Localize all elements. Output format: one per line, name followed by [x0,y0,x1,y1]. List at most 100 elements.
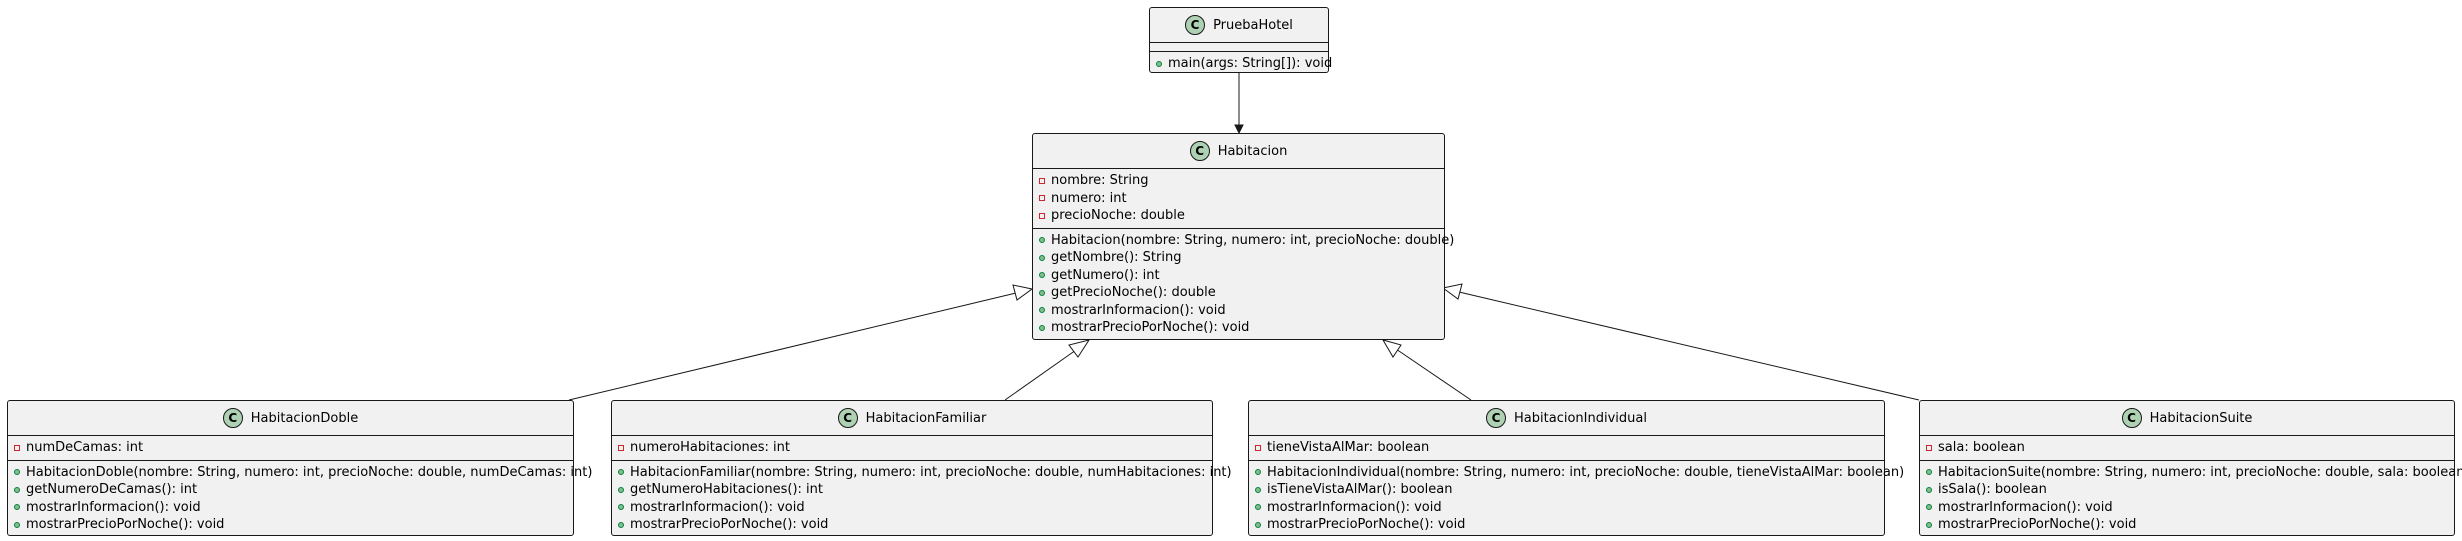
method-text: HabitacionDoble(nombre: String, numero: … [26,464,593,480]
class-header: C Habitacion [1033,134,1444,168]
methods-section: HabitacionDoble(nombre: String, numero: … [8,461,592,537]
class-c-icon: C [222,408,243,428]
attributes-section-empty [1150,43,1328,51]
class-pruebahotel[interactable]: C PruebaHotel main(args: String[]): void [1149,7,1332,76]
method-row: mostrarPrecioPorNoche(): void [1039,319,1444,337]
method-row: mostrarPrecioPorNoche(): void [14,516,573,534]
public-marker-icon [1039,289,1045,296]
inheritance-individual-habitacion [1381,339,1472,401]
attribute-row: numDeCamas: int [14,439,573,457]
public-marker-icon [1039,254,1045,261]
class-c-icon: C [1189,141,1210,161]
public-marker-icon [618,521,624,528]
method-row: mostrarInformacion(): void [1926,499,2454,517]
methods-section: HabitacionFamiliar(nombre: String, numer… [612,461,1232,537]
attribute-row: tieneVistaAlMar: boolean [1255,439,1884,457]
public-marker-icon [1926,504,1932,511]
attributes-section: sala: boolean [1920,436,2454,460]
class-habitacion[interactable]: C Habitacion nombre: String numero: int … [1032,133,1454,340]
class-header: C HabitacionIndividual [1249,401,1884,435]
attributes-section: tieneVistaAlMar: boolean [1249,436,1884,460]
public-marker-icon [14,486,20,493]
method-row: HabitacionIndividual(nombre: String, num… [1255,464,1904,482]
method-text: mostrarPrecioPorNoche(): void [1938,517,2137,532]
class-name: HabitacionDoble [250,410,359,426]
attributes-section: numeroHabitaciones: int [612,436,1212,460]
attributes-section: nombre: String numero: int precioNoche: … [1033,169,1444,228]
private-marker-icon [1039,212,1045,219]
method-row: mostrarInformacion(): void [618,499,1212,517]
method-text: mostrarInformacion(): void [1938,499,2113,515]
class-habitacion-familiar[interactable]: C HabitacionFamiliar numeroHabitaciones:… [611,400,1232,537]
private-marker-icon [618,444,624,451]
method-row: HabitacionFamiliar(nombre: String, numer… [618,464,1232,482]
class-name: HabitacionFamiliar [865,410,987,426]
methods-section: HabitacionSuite(nombre: String, numero: … [1920,461,2462,537]
attributes-section: numDeCamas: int [8,436,573,460]
method-text: mostrarInformacion(): void [630,499,805,515]
public-marker-icon [1255,486,1261,493]
private-marker-icon [1039,195,1045,202]
method-text: getNumero(): int [1051,267,1160,283]
inheritance-doble-habitacion [568,284,1034,401]
method-text: isTieneVistaAlMar(): boolean [1267,482,1453,497]
method-text: getNumeroHabitaciones(): int [630,482,823,497]
class-c-icon: C [2121,408,2142,428]
private-marker-icon [1039,177,1045,184]
method-row: main(args: String[]): void [1156,55,1332,73]
private-marker-icon [14,444,20,451]
method-text: mostrarInformacion(): void [1267,499,1442,515]
public-marker-icon [1255,521,1261,528]
method-row: HabitacionDoble(nombre: String, numero: … [14,464,592,482]
method-text: getNumeroDeCamas(): int [26,482,198,497]
method-row: mostrarInformacion(): void [1255,499,1884,517]
attribute-row: precioNoche: double [1039,207,1444,225]
class-habitacion-doble[interactable]: C HabitacionDoble numDeCamas: int Habita… [7,400,592,537]
class-c-icon: C [837,408,858,428]
method-text: mostrarPrecioPorNoche(): void [1267,517,1466,532]
attribute-text: nombre: String [1051,173,1149,188]
public-marker-icon [1926,469,1932,476]
method-row: Habitacion(nombre: String, numero: int, … [1039,232,1454,250]
class-header: C PruebaHotel [1150,8,1328,42]
method-row: getPrecioNoche(): double [1039,284,1444,302]
method-text: mostrarPrecioPorNoche(): void [630,517,829,532]
public-marker-icon [1255,504,1261,511]
method-row: getNombre(): String [1039,249,1444,267]
method-text: Habitacion(nombre: String, numero: int, … [1051,232,1455,248]
method-text: isSala(): boolean [1938,482,2047,497]
public-marker-icon [1039,272,1045,279]
public-marker-icon [1926,486,1932,493]
class-c-icon: C [1486,408,1507,428]
private-marker-icon [1255,444,1261,451]
method-row: getNumeroHabitaciones(): int [618,481,1212,499]
public-marker-icon [1255,469,1261,476]
class-c-icon: C [1185,15,1206,35]
class-habitacion-individual[interactable]: C HabitacionIndividual tieneVistaAlMar: … [1248,400,1904,537]
method-text: mostrarInformacion(): void [26,499,201,515]
class-name: Habitacion [1217,143,1288,159]
method-row: HabitacionSuite(nombre: String, numero: … [1926,464,2462,482]
public-marker-icon [1039,324,1045,331]
class-header: C HabitacionDoble [8,401,573,435]
public-marker-icon [1156,60,1162,67]
class-habitacion-suite[interactable]: C HabitacionSuite sala: boolean Habitaci… [1919,400,2462,537]
public-marker-icon [618,469,624,476]
public-marker-icon [1039,237,1045,244]
method-row: mostrarInformacion(): void [1039,302,1444,320]
methods-section: HabitacionIndividual(nombre: String, num… [1249,461,1904,537]
class-header: C HabitacionSuite [1920,401,2454,435]
method-text: HabitacionFamiliar(nombre: String, numer… [630,464,1232,480]
class-name: PruebaHotel [1213,17,1293,33]
attribute-text: tieneVistaAlMar: boolean [1267,440,1430,455]
method-text: HabitacionSuite(nombre: String, numero: … [1938,464,2462,480]
method-row: isSala(): boolean [1926,481,2454,499]
attribute-text: numero: int [1051,190,1127,206]
attribute-row: numero: int [1039,190,1444,208]
attribute-text: numeroHabitaciones: int [630,440,791,455]
method-row: mostrarInformacion(): void [14,499,573,517]
methods-section: main(args: String[]): void [1150,52,1332,76]
method-text: mostrarPrecioPorNoche(): void [26,517,225,532]
inheritance-familiar-habitacion [1004,339,1091,401]
private-marker-icon [1926,444,1932,451]
